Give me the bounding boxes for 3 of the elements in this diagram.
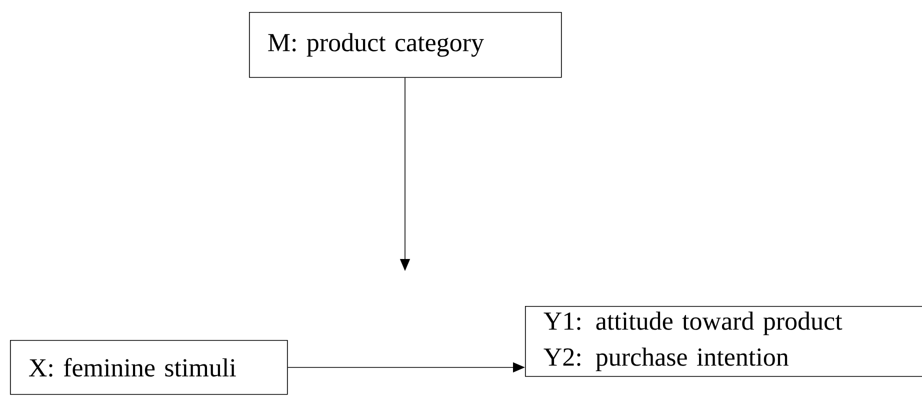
process-box: Y1: attitude toward product Y2: purchase intention [525,306,922,377]
process-box: X: feminine stimuli [10,340,288,395]
process-box: M: product category [249,12,562,78]
